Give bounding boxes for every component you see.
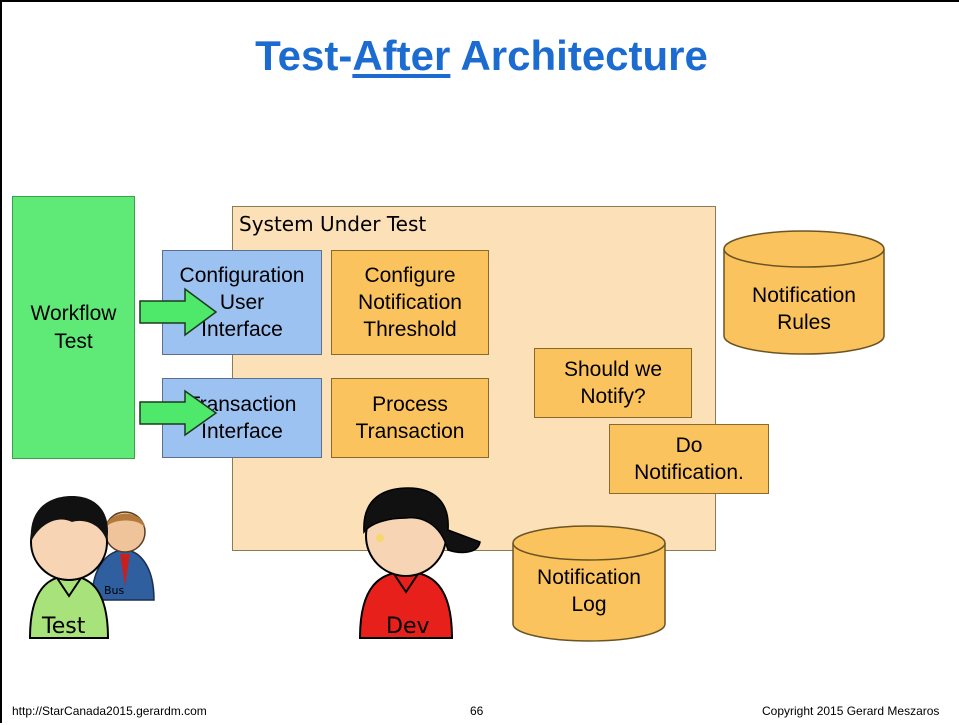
footer-url: http://StarCanada2015.gerardm.com [12, 704, 207, 718]
notification-log-label: Notification Log [537, 566, 641, 617]
workflow-test-box: Workflow Test [12, 196, 135, 459]
footer-page-number: 66 [470, 704, 484, 718]
configure-threshold-box: Configure Notification Threshold [331, 250, 489, 355]
should-we-notify-box: Should we Notify? [534, 348, 692, 418]
do-notification-box: Do Notification. [609, 424, 769, 494]
notification-log-database-icon [512, 525, 666, 642]
title-prefix: Test- [255, 32, 353, 79]
arrow-right-icon [139, 287, 218, 337]
footer-copyright: Copyright 2015 Gerard Meszaros [762, 704, 940, 718]
developer-person-icon [358, 487, 481, 639]
title-suffix: Architecture [450, 32, 708, 79]
process-transaction-box: Process Transaction [331, 378, 489, 458]
tester-label: Test [42, 614, 86, 639]
system-under-test-label: System Under Test [239, 212, 427, 236]
title-emphasis: After [352, 32, 451, 79]
business-badge-label: Bus [104, 584, 125, 597]
notification-rules-database-icon [723, 230, 885, 355]
tester-person-icon [28, 496, 110, 639]
slide-title: Test-After Architecture [2, 32, 959, 80]
arrow-right-icon [139, 389, 218, 437]
business-person-icon [91, 511, 155, 601]
developer-label: Dev [386, 614, 430, 639]
notification-rules-label: Notification Rules [752, 284, 856, 335]
